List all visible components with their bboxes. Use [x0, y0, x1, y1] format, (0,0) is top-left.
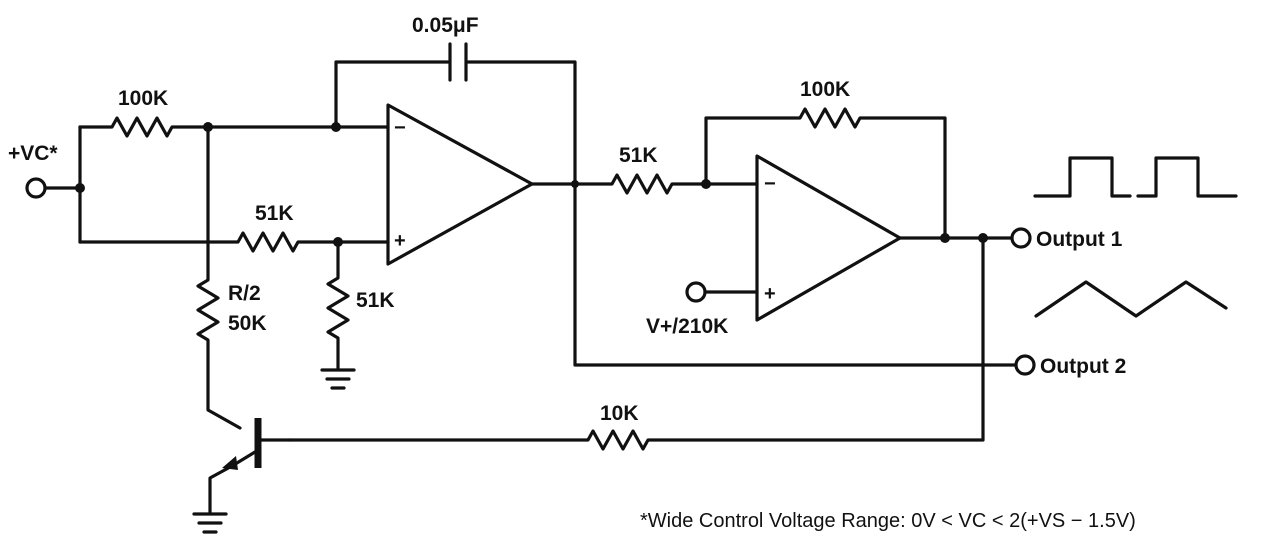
base-resistor-10k — [288, 236, 985, 451]
half-resistor-50k — [196, 125, 242, 430]
ground-resistor-label: 51K — [356, 289, 395, 312]
half-resistor-value: 50K — [228, 312, 267, 335]
footnote: *Wide Control Voltage Range: 0V < VC < 2… — [640, 510, 1136, 532]
opamp2-plus: + — [764, 283, 776, 305]
input-resistor-100k — [78, 116, 390, 138]
feedback-resistor-100k — [704, 107, 947, 240]
capacitor-label: 0.05μF — [412, 14, 479, 37]
base-resistor-label: 10K — [600, 402, 639, 425]
vc-input-label: +VC* — [8, 142, 58, 165]
output2-terminal — [1014, 354, 1036, 376]
output1-wire — [898, 227, 1032, 249]
triangle-wave-icon — [1034, 280, 1228, 318]
half-resistor-label: R/2 — [228, 282, 261, 305]
opamp2-minus: − — [764, 173, 776, 195]
ground-icon — [320, 368, 356, 390]
transistor-icon — [208, 418, 292, 514]
square-wave-icon — [1033, 156, 1238, 198]
inverting-input-resistor-51k — [530, 173, 759, 195]
input-resistor-label: 100K — [118, 87, 168, 110]
opamp1-minus: − — [394, 117, 406, 139]
plus-resistor-51k — [78, 231, 390, 253]
bias-label: V+/210K — [646, 315, 728, 338]
feedback-resistor-label: 100K — [800, 78, 850, 101]
bias-terminal — [685, 281, 759, 303]
output1-label: Output 1 — [1036, 228, 1123, 251]
output2-label: Output 2 — [1040, 355, 1126, 378]
feedback-capacitor — [334, 42, 1018, 367]
ground-icon — [192, 512, 228, 534]
ground-resistor-51k — [326, 240, 350, 370]
plus-resistor-label: 51K — [255, 202, 294, 225]
vc-input-terminal — [25, 125, 85, 244]
comparator-opamp — [755, 154, 902, 322]
integrator-opamp — [386, 103, 534, 266]
opamp1-plus: + — [394, 230, 406, 252]
inverting-resistor-label: 51K — [619, 144, 658, 167]
